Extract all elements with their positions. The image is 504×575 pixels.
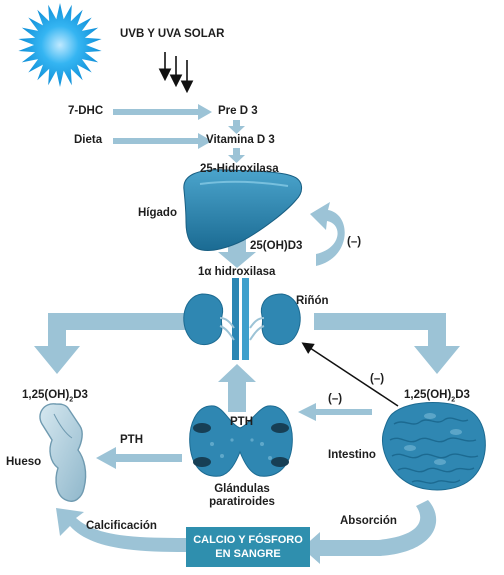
arrow-liver-to-kidney <box>218 234 256 268</box>
arrow-kidney-to-left <box>34 313 186 374</box>
label-1a-hidroxilasa: 1α hidroxilasa <box>198 266 276 278</box>
arrow-pred3-to-vitd3 <box>228 120 245 134</box>
label-diagonal-inhibition: (–) <box>370 373 385 385</box>
arrow-pth-to-kidney <box>218 364 256 412</box>
intestine-icon <box>382 402 486 491</box>
liver-icon <box>183 169 302 251</box>
label-intestino: Intestino <box>328 449 376 461</box>
label-dieta: Dieta <box>74 134 103 146</box>
arrow-intestine-to-parathyroid <box>298 403 372 421</box>
label-hueso: Hueso <box>6 456 42 468</box>
arrow-kidney-to-right <box>314 313 460 374</box>
feedback-curve-arrow <box>310 202 345 266</box>
label-rinon: Riñón <box>296 295 329 307</box>
kidney-icon <box>183 278 301 360</box>
label-left-calcitriol: 1,25(OH)2D3 <box>22 389 88 404</box>
arrow-dieta-to-vitd3 <box>113 133 212 149</box>
uv-ray-arrows <box>158 52 194 94</box>
label-higado: Hígado <box>138 207 177 219</box>
label-glandulas-paratiroides: Glándulas paratiroides <box>209 483 275 509</box>
arrow-calcium-to-bone <box>56 508 186 552</box>
label-mid-inhibition: (–) <box>328 393 343 405</box>
arrow-pth-to-bone <box>96 447 182 469</box>
label-pth-left: PTH <box>120 434 143 446</box>
label-25oh-d3: 25(OH)D3 <box>250 240 303 252</box>
bone-icon <box>39 403 87 502</box>
synthesis-arrows <box>113 104 256 268</box>
arrow-vitd3-to-25h <box>228 148 245 163</box>
arrow-intestine-to-kidney-inhibition <box>301 342 399 407</box>
box-line-2: EN SANGRE <box>215 548 281 560</box>
label-liver-inhibition: (–) <box>347 236 362 248</box>
label-absorcion: Absorción <box>340 515 397 527</box>
label-pth-mid: PTH <box>230 416 253 428</box>
label-calcificacion: Calcificación <box>86 520 157 532</box>
label-7dhc: 7-DHC <box>68 105 104 117</box>
calcium-phosphorus-box: CALCIO Y FÓSFORO EN SANGRE <box>186 527 310 567</box>
kidney-output-arrows <box>34 313 460 469</box>
label-pred3: Pre D 3 <box>218 105 258 117</box>
box-line-1: CALCIO Y FÓSFORO <box>193 534 303 546</box>
label-vitd3: Vitamina D 3 <box>206 134 275 146</box>
arrow-intestine-to-calcium <box>302 500 437 564</box>
label-25-hidroxilasa: 25-Hidroxilasa <box>200 163 279 175</box>
label-sun: UVB Y UVA SOLAR <box>120 28 225 40</box>
sun-icon <box>18 3 102 87</box>
label-right-calcitriol: 1,25(OH)2D3 <box>404 389 470 404</box>
parathyroid-icon <box>189 405 293 477</box>
arrow-7dhc-to-pred3 <box>113 104 212 120</box>
